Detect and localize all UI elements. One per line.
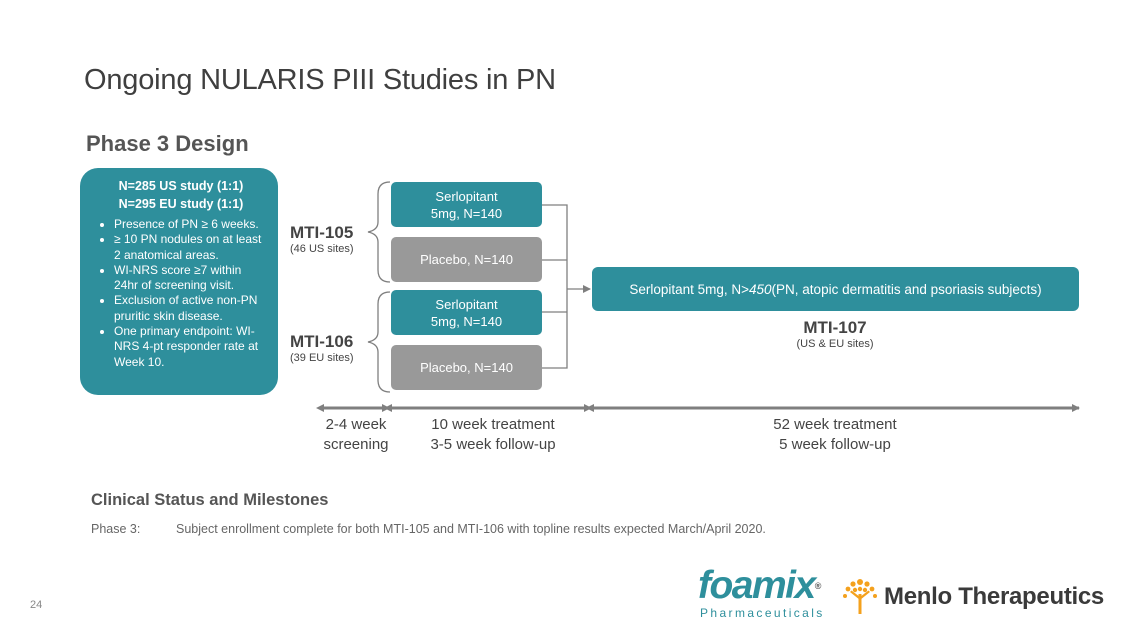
study-name: MTI-106	[290, 332, 354, 351]
registered-mark: ®	[814, 581, 822, 591]
criteria-header-us: N=285 US study (1:1)	[118, 179, 244, 193]
study-mti-107: MTI-107 (US & EU sites)	[770, 318, 900, 350]
milestones-text: Subject enrollment complete for both MTI…	[176, 522, 766, 536]
study-name: MTI-107	[803, 318, 867, 337]
study-sites: (46 US sites)	[290, 243, 354, 255]
timeline-label-treatment: 10 week treatment 3-5 week follow-up	[408, 415, 578, 455]
arm-label: Serlopitant	[435, 296, 498, 312]
criteria-item: ≥ 10 PN nodules on at least 2 anatomical…	[114, 232, 268, 263]
bracket-mti-105	[367, 181, 391, 283]
foamix-logo: foamix® Pharmaceuticals	[698, 564, 828, 621]
tree-logo-icon	[843, 579, 877, 614]
page-title: Ongoing NULARIS PIII Studies in PN	[84, 64, 556, 96]
criteria-header-eu: N=295 EU study (1:1)	[118, 197, 244, 211]
foamix-subtitle: Pharmaceuticals	[700, 606, 825, 620]
criteria-item: Exclusion of active non-PN pruritic skin…	[114, 293, 268, 324]
extension-n: 450	[749, 281, 772, 297]
menlo-wordmark: Menlo Therapeutics	[884, 583, 1104, 610]
arm-label: Placebo, N=140	[420, 360, 513, 375]
bracket-mti-106	[367, 291, 391, 393]
section-subtitle: Phase 3 Design	[86, 131, 249, 156]
study-mti-105: MTI-105 (46 US sites)	[290, 223, 354, 255]
study-sites: (39 EU sites)	[290, 352, 354, 364]
extension-arm: Serlopitant 5mg, N>450 (PN, atopic derma…	[592, 267, 1079, 311]
timeline-line: screening	[323, 436, 389, 453]
arm-placebo-mti-106: Placebo, N=140	[391, 345, 542, 390]
arm-label: 5mg, N=140	[430, 313, 503, 329]
milestones-heading: Clinical Status and Milestones	[91, 491, 329, 509]
arm-placebo-mti-105: Placebo, N=140	[391, 237, 542, 282]
page-number: 24	[30, 599, 43, 611]
extension-suffix: (PN, atopic dermatitis and psoriasis sub…	[771, 281, 1042, 297]
arm-label: Placebo, N=140	[420, 252, 513, 267]
criteria-item: One primary endpoint: WI-NRS 4-pt respon…	[114, 324, 268, 370]
connector-arm-1	[542, 204, 568, 289]
arm-label: 5mg, N=140	[430, 205, 503, 221]
extension-prefix: Serlopitant 5mg, N>	[629, 281, 750, 297]
timeline-line: 52 week treatment	[773, 416, 897, 433]
timeline-label-extension: 52 week treatment 5 week follow-up	[735, 415, 935, 455]
study-sites: (US & EU sites)	[796, 338, 874, 350]
timeline-line: 5 week follow-up	[779, 436, 891, 453]
connector-arm-4	[542, 289, 568, 369]
study-mti-106: MTI-106 (39 EU sites)	[290, 332, 354, 364]
criteria-item: WI-NRS score ≥7 within 24hr of screening…	[114, 263, 268, 294]
timeline-line: 3-5 week follow-up	[430, 436, 556, 453]
timeline-label-screening: 2-4 week screening	[316, 415, 396, 455]
arm-label: Serlopitant	[435, 188, 498, 204]
study-name: MTI-105	[290, 223, 354, 242]
inclusion-criteria-box: N=285 US study (1:1) N=295 EU study (1:1…	[80, 168, 278, 395]
criteria-item: Presence of PN ≥ 6 weeks.	[114, 217, 268, 232]
foamix-wordmark: foamix	[698, 564, 816, 607]
timeline-line: 10 week treatment	[431, 416, 555, 433]
milestones-phase-label: Phase 3:	[91, 522, 141, 536]
timeline-line: 2-4 week	[325, 416, 387, 433]
criteria-list: Presence of PN ≥ 6 weeks. ≥ 10 PN nodule…	[94, 217, 268, 370]
